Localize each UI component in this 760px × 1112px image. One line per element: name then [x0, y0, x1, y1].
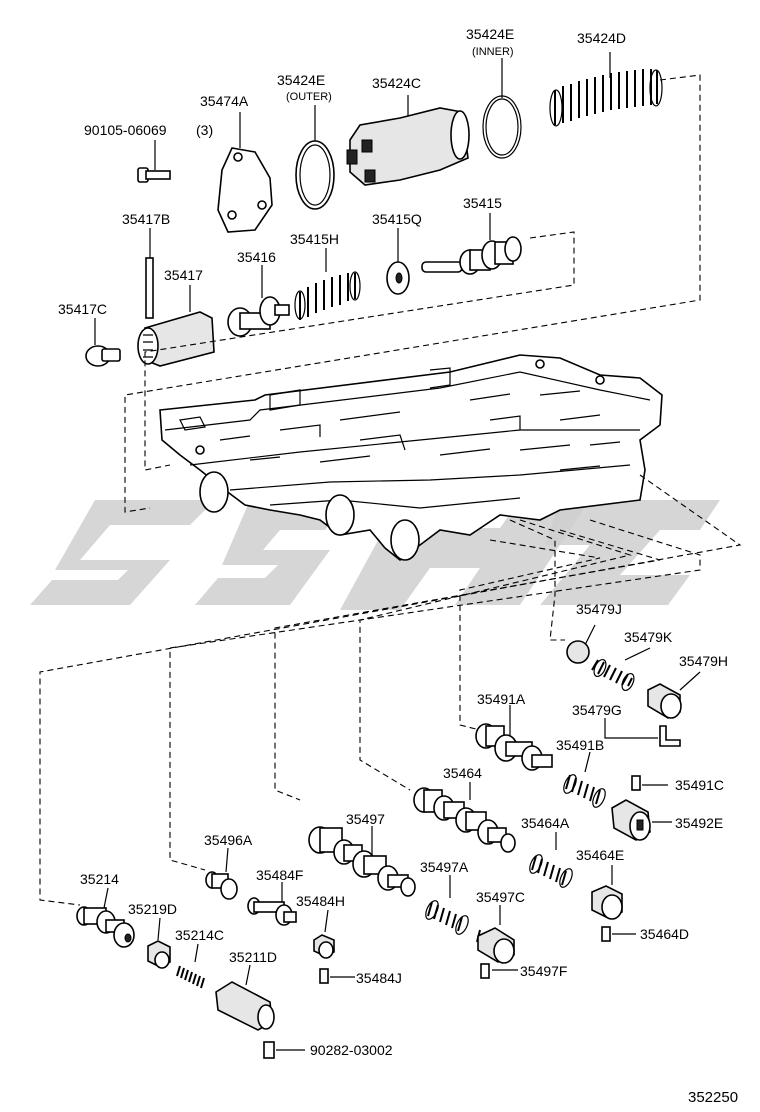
diagram-number: 352250: [688, 1089, 738, 1106]
label-35497F: 35497F: [520, 963, 567, 979]
label-35474A: 35474A: [200, 93, 249, 109]
label-35417: 35417: [164, 267, 203, 283]
part-spring-35424D: [549, 52, 663, 127]
label-90282-03002: 90282-03002: [310, 1042, 393, 1058]
part-plug-35479H: [647, 671, 701, 719]
part-plug-35417C: [85, 318, 121, 367]
part-spring-35491B: [563, 751, 606, 808]
part-piston-35424C: [346, 95, 470, 186]
label-35479G: 35479G: [572, 702, 622, 718]
part-oring-outer-35424E: [295, 105, 335, 210]
label-35424E-outer: 35424E: [277, 72, 325, 88]
part-ball-35479J: [566, 624, 596, 664]
label-35484J: 35484J: [356, 970, 402, 986]
part-sleeve-35219D: [147, 917, 171, 969]
label-35464D: 35464D: [640, 926, 689, 942]
part-spring-35464A: [529, 832, 573, 888]
part-cover-35474A: [217, 112, 273, 233]
part-plug-35496A: [205, 847, 238, 900]
part-pin-35417B: [145, 228, 154, 319]
label-35491C: 35491C: [675, 777, 724, 793]
part-spring-35415H: [294, 248, 361, 320]
part-labels: 90105-06069 (3) 35474A 35424E (OUTER) 35…: [58, 26, 738, 1106]
part-spring-35214C: [176, 943, 205, 989]
label-35424D: 35424D: [577, 30, 626, 46]
guide-lines-top: [124, 74, 701, 513]
part-valve-35415: [421, 213, 522, 275]
label-35417B: 35417B: [122, 211, 170, 227]
label-35214: 35214: [80, 871, 119, 887]
part-pin-35497F: [480, 963, 518, 979]
part-pin-35484J: [319, 968, 355, 984]
part-sleeve-35211D: [215, 964, 275, 1031]
label-90105-06069-qty: (3): [196, 122, 213, 138]
label-35415: 35415: [463, 195, 502, 211]
part-pin-35464D: [601, 926, 636, 942]
label-35214C: 35214C: [175, 927, 224, 943]
label-35484F: 35484F: [256, 867, 303, 883]
part-clip-35479G: [604, 718, 681, 747]
label-35491A: 35491A: [477, 691, 526, 707]
label-35415Q: 35415Q: [372, 211, 422, 227]
label-35491B: 35491B: [556, 737, 604, 753]
valve-body-housing: [159, 354, 663, 562]
part-spring-35479K: [591, 647, 651, 692]
part-oring-inner-35424E: [482, 58, 522, 159]
label-35497A: 35497A: [420, 859, 469, 875]
part-washer-35415Q: [386, 228, 410, 295]
part-valve-35491A: [475, 705, 553, 771]
part-sleeve-35417: [137, 285, 215, 367]
label-35424C: 35424C: [372, 75, 421, 91]
part-plug-35464E: [591, 865, 623, 920]
label-35424E-outer-note: (OUTER): [286, 91, 332, 103]
part-spring-35497A: [425, 875, 469, 935]
guide-lines-bottom: [39, 474, 742, 906]
label-35479H: 35479H: [679, 653, 728, 669]
part-valve-35464: [413, 782, 516, 853]
part-sleeve-35492E: [611, 799, 672, 841]
label-90105-06069: 90105-06069: [84, 122, 167, 138]
label-35464: 35464: [443, 765, 482, 781]
label-35484H: 35484H: [296, 893, 345, 909]
label-35496A: 35496A: [204, 832, 253, 848]
label-35492E: 35492E: [675, 815, 723, 831]
label-35424E-inner: 35424E: [466, 26, 514, 42]
part-valve-35416: [227, 265, 290, 337]
part-valve-35497: [308, 826, 416, 897]
label-35415H: 35415H: [290, 231, 339, 247]
label-35479J: 35479J: [576, 601, 622, 617]
part-valve-35484F: [247, 882, 297, 926]
part-bolt-90105-06069: [137, 140, 171, 183]
label-35479K: 35479K: [624, 629, 673, 645]
label-35464E: 35464E: [576, 847, 624, 863]
label-35464A: 35464A: [521, 815, 570, 831]
part-plug-35484H: [313, 909, 335, 959]
label-35219D: 35219D: [128, 901, 177, 917]
part-valve-35214: [76, 887, 135, 948]
label-35417C: 35417C: [58, 301, 107, 317]
label-35497C: 35497C: [476, 889, 525, 905]
label-35211D: 35211D: [229, 949, 277, 965]
part-sleeve-35497C: [476, 905, 515, 964]
part-pin-35491C: [631, 775, 668, 791]
label-35497: 35497: [346, 811, 385, 827]
label-35424E-inner-note: (INNER): [472, 46, 514, 58]
label-35416: 35416: [237, 249, 276, 265]
part-pin-90282-03002: [263, 1041, 305, 1059]
